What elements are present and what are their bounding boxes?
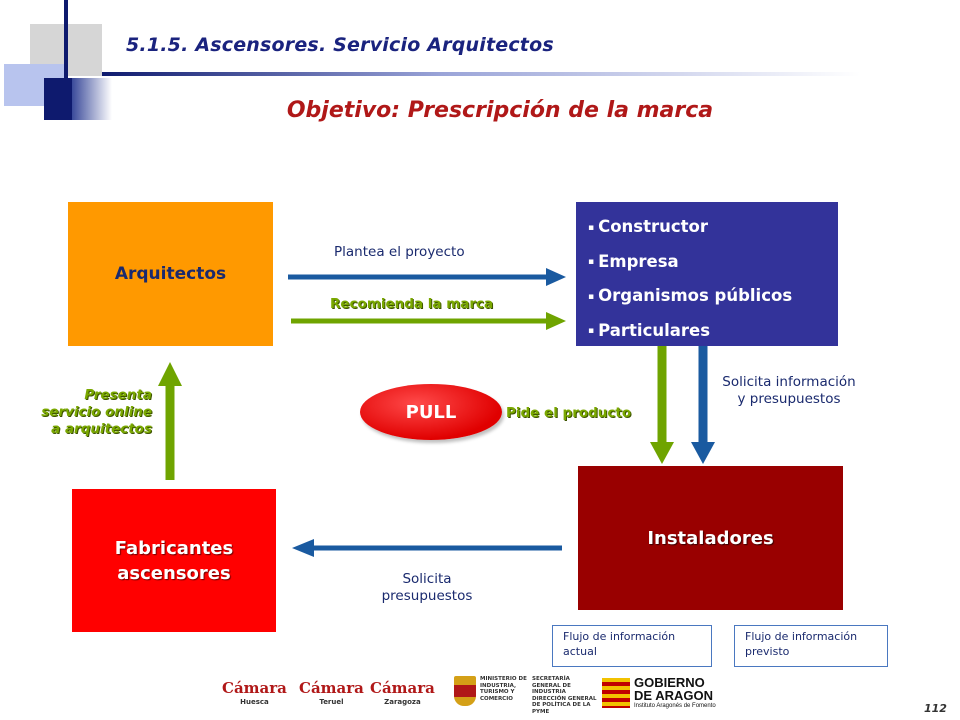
arrow-recomienda <box>291 312 566 330</box>
bullet-icon: ▪ <box>588 291 595 302</box>
arquitectos-box: Arquitectos <box>68 202 273 346</box>
slide-title: 5.1.5. Ascensores. Servicio Arquitectos <box>126 34 554 56</box>
arrow-plantea <box>288 268 566 286</box>
fabricantes-label-line1: Fabricantes <box>114 537 234 559</box>
header-deco-fade <box>72 78 112 120</box>
list-item: ▪Constructor <box>588 217 709 236</box>
clientes-list: ▪Constructor ▪Empresa ▪Organismos públic… <box>588 210 792 348</box>
legend-previsto: Flujo de información previsto <box>734 625 888 667</box>
list-item: ▪Particulares <box>588 320 711 340</box>
arrow-pide-down <box>650 346 674 464</box>
bullet-icon: ▪ <box>588 326 595 336</box>
instaladores-box: Instaladores <box>578 466 843 610</box>
arrow-solicita-info-down <box>691 346 715 464</box>
legend-actual-text: Flujo de información actual <box>563 630 676 658</box>
fabricantes-label-line2: ascensores <box>117 562 231 584</box>
legend-previsto-text: Flujo de información previsto <box>745 630 858 658</box>
clientes-box: ▪Constructor ▪Empresa ▪Organismos públic… <box>576 202 838 346</box>
label-recomienda: Recomienda la marca <box>330 296 494 312</box>
pull-label: PULL <box>405 401 457 423</box>
arquitectos-label: Arquitectos <box>114 264 227 284</box>
arrow-solicita-presupuestos-left <box>292 539 562 557</box>
spain-shield-icon <box>454 676 476 706</box>
bullet-icon: ▪ <box>588 257 595 267</box>
pull-ellipse: PULL <box>360 384 502 440</box>
label-solicita-presupuestos: Solicita presupuestos <box>381 571 473 604</box>
label-plantea: Plantea el proyecto <box>334 244 465 260</box>
page-number: 112 <box>924 702 947 715</box>
label-solicita-info: Solicita información y presupuestos <box>722 374 856 407</box>
list-item: ▪Empresa <box>588 251 679 271</box>
aragon-flag-icon <box>602 678 630 708</box>
header-rule <box>100 72 860 76</box>
ministerio-logo: MINISTERIO DE INDUSTRIA, TURISMO Y COMER… <box>454 676 584 710</box>
secretaria-text: SECRETARÍA GENERAL DE INDUSTRIA DIRECCIÓ… <box>532 676 597 715</box>
header-deco-vline <box>64 0 68 118</box>
bullet-icon: ▪ <box>588 222 595 233</box>
legend-actual: Flujo de información actual <box>552 625 712 667</box>
gobierno-aragon-logo: GOBIERNO DE ARAGON Instituto Aragonés de… <box>602 676 716 710</box>
arrow-presenta-up <box>158 362 182 480</box>
label-presenta: Presenta servicio online a arquitectos <box>41 387 152 437</box>
label-pide: Pide el producto <box>506 405 632 421</box>
slide-subtitle: Objetivo: Prescripción de la marca <box>286 98 714 123</box>
ministerio-text: MINISTERIO DE INDUSTRIA, TURISMO Y COMER… <box>480 676 527 702</box>
fabricantes-box: Fabricantes ascensores <box>72 489 276 632</box>
list-item: ▪Organismos públicos <box>588 286 793 305</box>
instaladores-label: Instaladores <box>647 527 774 549</box>
